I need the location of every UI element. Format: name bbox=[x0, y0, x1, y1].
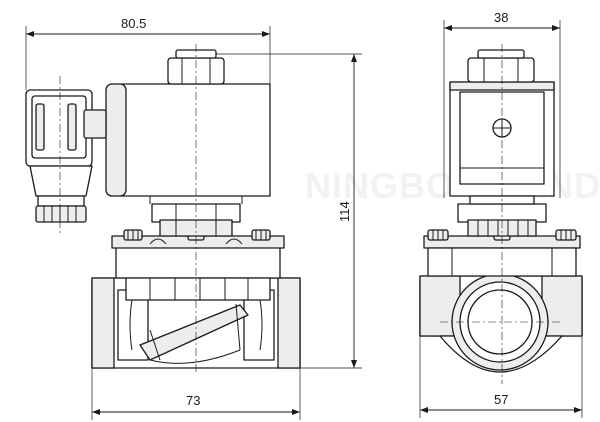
front-valve-cover bbox=[111, 235, 285, 301]
dim-height: 114 bbox=[216, 53, 362, 369]
dim-body-length-label: 73 bbox=[186, 393, 200, 408]
dim-side-width: 57 bbox=[419, 336, 583, 418]
side-top-nut bbox=[467, 49, 535, 83]
dim-total-width: 80.5 bbox=[25, 16, 271, 90]
dim-coil-width: 38 bbox=[443, 10, 561, 198]
front-screw-right bbox=[251, 229, 271, 241]
dim-total-width-label: 80.5 bbox=[121, 16, 146, 31]
dim-coil-width-label: 38 bbox=[494, 10, 508, 25]
dim-body-length: 73 bbox=[91, 368, 301, 420]
front-view: 80.5 114 73 bbox=[25, 16, 362, 420]
front-connector bbox=[25, 89, 107, 223]
dim-side-width-label: 57 bbox=[494, 392, 508, 407]
front-armature-base bbox=[151, 203, 241, 237]
front-screw-left bbox=[123, 229, 143, 241]
dim-height-label: 114 bbox=[337, 201, 352, 222]
front-coil bbox=[105, 83, 271, 204]
side-view: 38 57 bbox=[419, 10, 583, 418]
